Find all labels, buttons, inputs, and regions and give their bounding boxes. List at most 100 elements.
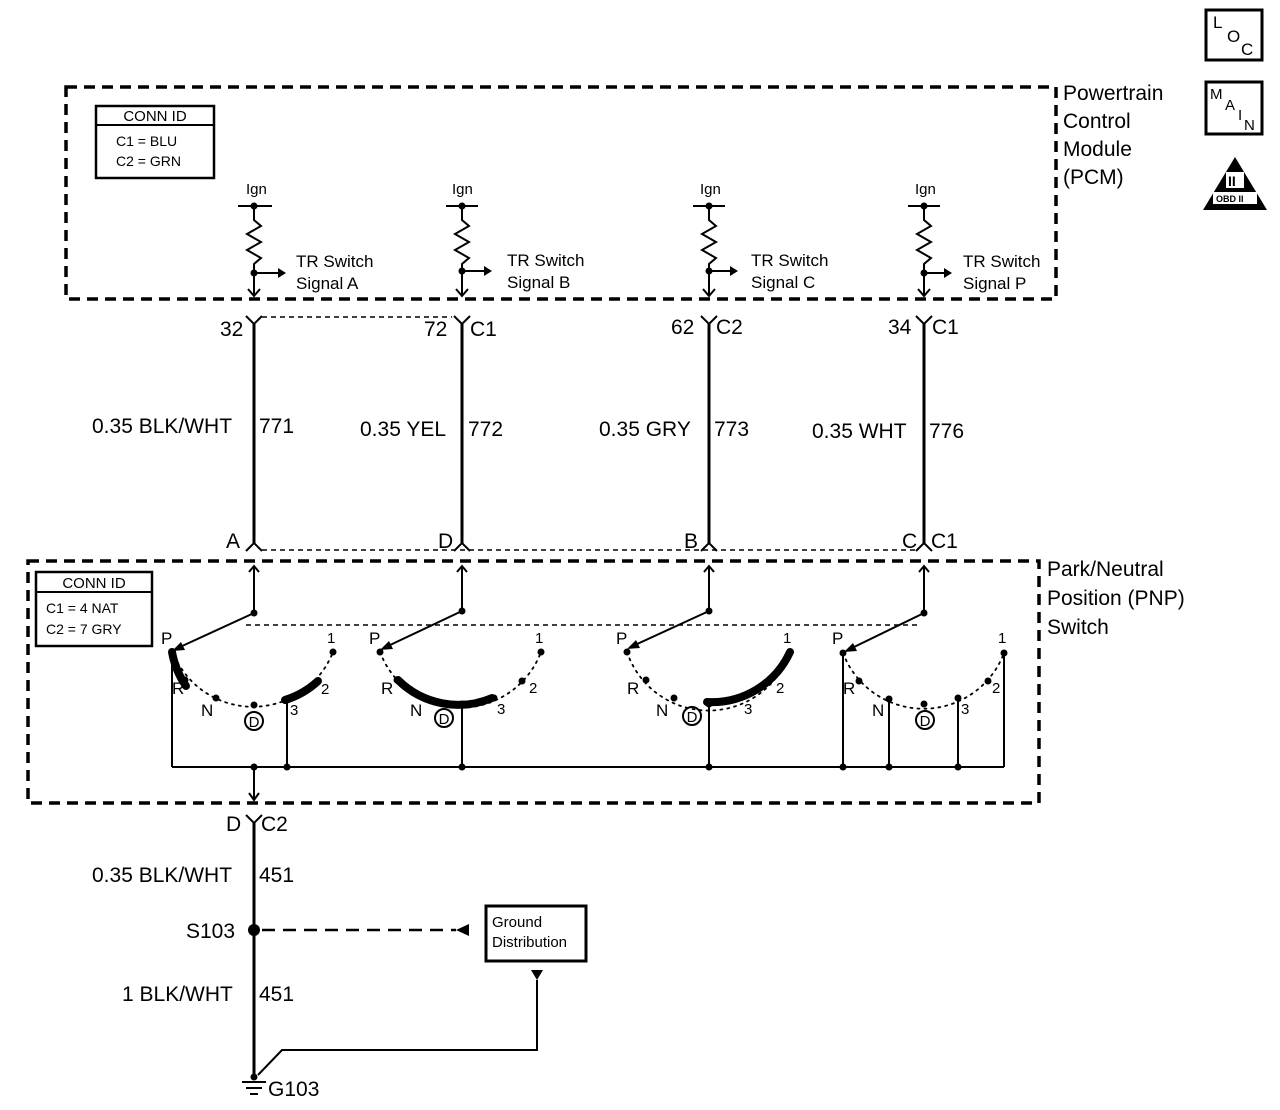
wire-776-circuit: 776 <box>929 420 964 443</box>
pcm-circuit-a: Ign TR Switch Signal A <box>238 181 373 298</box>
splice-s103[interactable]: S103 <box>186 920 469 943</box>
wire-773-circuit: 773 <box>714 418 749 441</box>
signal-b-line1: TR Switch <box>507 251 584 270</box>
signal-a-line2: Signal A <box>296 274 359 293</box>
ground-dist-line1: Ground <box>492 914 542 931</box>
loc-icon[interactable]: L O C <box>1204 8 1264 62</box>
pnp-boundary <box>26 559 1041 805</box>
pos-label-3: 3 <box>961 701 969 718</box>
pnp-ground-pin-conn: C2 <box>261 813 288 836</box>
pnp-switch-c: P R N D 3 2 1 <box>616 610 794 771</box>
wire-773-gauge: 0.35 GRY <box>599 418 691 441</box>
pnp-pin-b: B <box>684 530 718 553</box>
pos-label-2: 2 <box>529 680 537 697</box>
pnp-pin-b-label: B <box>684 530 698 553</box>
pnp-title-line1: Park/Neutral <box>1047 558 1164 581</box>
ground-dist-line2: Distribution <box>492 934 567 951</box>
ground-distribution-box[interactable]: Ground Distribution <box>257 904 588 1076</box>
pos-label-p: P <box>832 629 843 648</box>
pcm-circuit-b: Ign TR Switch Signal B <box>446 181 584 298</box>
main-icon-n: N <box>1244 117 1255 134</box>
obd-ii-icon[interactable]: II OBD II <box>1203 157 1267 210</box>
pcm-circuit-p: Ign TR Switch Signal P <box>908 181 1040 298</box>
pos-label-r: R <box>172 679 184 698</box>
ign-label: Ign <box>915 181 936 198</box>
main-icon[interactable]: M A I N <box>1204 80 1264 136</box>
main-icon-a: A <box>1225 97 1235 114</box>
pnp-switch-a: P R N D 3 2 1 <box>161 612 337 771</box>
pnp-ground-pin: D C2 <box>226 813 288 836</box>
signal-c-line1: TR Switch <box>751 251 828 270</box>
wire-776-gauge: 0.35 WHT <box>812 420 907 443</box>
loc-icon-c: C <box>1241 40 1253 59</box>
pcm-circuit-c: Ign TR Switch Signal C <box>693 181 828 298</box>
pos-label-2: 2 <box>321 681 329 698</box>
pos-label-1: 1 <box>783 630 791 647</box>
pcm-pin-32-label: 32 <box>220 318 243 341</box>
pcm-pin-34-conn: C1 <box>932 316 959 339</box>
pos-label-3: 3 <box>744 701 752 718</box>
signal-a-line1: TR Switch <box>296 252 373 271</box>
pcm-pin-62-label: 62 <box>671 316 694 339</box>
wire-451-upper-circuit: 451 <box>259 864 294 887</box>
pos-label-1: 1 <box>998 630 1006 647</box>
loc-icon-o: O <box>1227 27 1240 46</box>
wire-771[interactable]: 0.35 BLK/WHT 771 <box>92 324 294 543</box>
wire-451-lower-circuit: 451 <box>259 983 294 1006</box>
pnp-conn-id-row1: C1 = 4 NAT <box>46 600 119 616</box>
wire-451-lower-gauge: 1 BLK/WHT <box>122 983 233 1006</box>
pos-label-r: R <box>843 679 855 698</box>
pcm-title-line1: Powertrain <box>1063 82 1163 105</box>
pnp-switch-p: P R N D 3 2 1 <box>832 612 1008 771</box>
pos-label-2: 2 <box>992 680 1000 697</box>
pos-label-d: D <box>687 709 698 726</box>
ign-label: Ign <box>246 181 267 198</box>
pnp-switch-b: P R N D 3 2 1 <box>369 610 545 771</box>
pnp-pin-a: A <box>226 530 263 553</box>
pnp-ground-pin-label: D <box>226 813 241 836</box>
pos-label-d: D <box>249 714 260 731</box>
pcm-conn-id-table: CONN ID C1 = BLU C2 = GRN <box>94 104 216 180</box>
pnp-pin-c-conn: C1 <box>931 530 958 553</box>
wire-772[interactable]: 0.35 YEL 772 <box>360 324 503 543</box>
signal-p-line1: TR Switch <box>963 252 1040 271</box>
wire-451-lower[interactable]: 1 BLK/WHT 451 <box>122 930 294 1076</box>
wire-773[interactable]: 0.35 GRY 773 <box>599 324 749 543</box>
wire-451-upper-gauge: 0.35 BLK/WHT <box>92 864 232 887</box>
pnp-title-line2: Position (PNP) <box>1047 587 1185 610</box>
wire-451-upper[interactable]: 0.35 BLK/WHT 451 <box>92 823 294 930</box>
pcm-pin-34-label: 34 <box>888 316 912 339</box>
pos-label-p: P <box>369 629 380 648</box>
pcm-pin-34: 34 C1 <box>888 315 959 339</box>
ign-label: Ign <box>700 181 721 198</box>
pos-label-p: P <box>616 629 627 648</box>
pos-label-r: R <box>627 679 639 698</box>
obd-icon-mark: II <box>1228 173 1236 189</box>
pos-label-r: R <box>381 679 393 698</box>
pcm-title-line3: Module <box>1063 138 1132 161</box>
main-icon-m: M <box>1210 86 1223 103</box>
pos-label-1: 1 <box>327 630 335 647</box>
pos-label-p: P <box>161 629 172 648</box>
pcm-conn-id-row1: C1 = BLU <box>116 133 177 149</box>
splice-s103-label: S103 <box>186 920 235 943</box>
pos-label-d: D <box>920 713 931 730</box>
pos-label-2: 2 <box>776 680 784 697</box>
wire-771-circuit: 771 <box>259 415 294 438</box>
signal-b-line2: Signal B <box>507 273 570 292</box>
wire-771-gauge: 0.35 BLK/WHT <box>92 415 232 438</box>
signal-c-line2: Signal C <box>751 273 815 292</box>
pos-label-n: N <box>410 701 422 720</box>
ground-g103-label: G103 <box>268 1078 319 1101</box>
wire-772-circuit: 772 <box>468 418 503 441</box>
pcm-pin-72-label: 72 <box>424 318 447 341</box>
pcm-pin-72: 72 C1 <box>424 315 497 341</box>
wire-776[interactable]: 0.35 WHT 776 <box>812 324 964 543</box>
pcm-boundary <box>64 85 1058 301</box>
pos-label-n: N <box>872 701 884 720</box>
pcm-pin-62: 62 C2 <box>671 315 743 339</box>
pnp-conn-id-table: CONN ID C1 = 4 NAT C2 = 7 GRY <box>34 570 154 648</box>
pos-label-n: N <box>656 701 668 720</box>
loc-icon-l: L <box>1213 13 1222 32</box>
